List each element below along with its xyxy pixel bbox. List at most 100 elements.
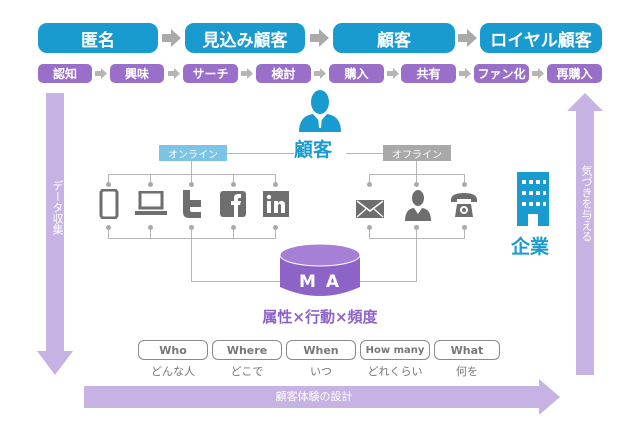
building-icon	[517, 172, 549, 226]
connector-line	[464, 174, 465, 182]
data-collection-label: データ収集	[51, 180, 64, 235]
telephone-icon	[451, 193, 477, 217]
mail-icon	[356, 200, 384, 218]
connector-line	[108, 174, 276, 175]
smartphone-icon	[99, 189, 119, 219]
question-what: What	[434, 340, 500, 360]
connector-dot	[231, 182, 236, 187]
connector-dot	[189, 182, 194, 187]
question-sub-who: どんな人	[151, 365, 195, 378]
connector-line	[108, 174, 109, 182]
step-arrow-icon	[532, 68, 544, 79]
step-label: ファン化	[477, 67, 526, 81]
connector-dot	[106, 225, 111, 230]
step-label: 再購入	[556, 67, 593, 81]
connector-line	[191, 281, 281, 282]
connector-line	[108, 238, 276, 239]
connector-dot	[106, 182, 111, 187]
connector-line	[416, 161, 417, 174]
question-label: Who	[159, 343, 187, 357]
step-awareness: 認知	[38, 64, 92, 83]
offline-tag: オフライン	[383, 145, 451, 161]
connector-dot	[189, 225, 194, 230]
question-label: How many	[365, 344, 425, 356]
step-label: 興味	[124, 67, 149, 81]
ma-caption: 属性×行動×頻度	[262, 308, 378, 326]
step-label: サーチ	[192, 67, 229, 81]
step-arrow-icon	[95, 68, 107, 79]
laptop-icon	[135, 191, 167, 215]
connector-dot	[367, 225, 372, 230]
awareness-arrow	[567, 93, 603, 375]
connector-line	[233, 174, 234, 182]
step-label: 共有	[416, 67, 441, 81]
question-where: Where	[212, 340, 282, 360]
step-consideration: 検討	[256, 64, 311, 83]
stage-arrow-icon	[458, 29, 477, 47]
question-when: When	[286, 340, 356, 360]
connector-line	[108, 229, 109, 238]
connector-dot	[148, 225, 153, 230]
connector-line	[346, 153, 383, 154]
connector-line	[275, 229, 276, 238]
connector-line	[227, 153, 294, 154]
connector-line	[369, 174, 465, 175]
step-purchase: 購入	[329, 64, 384, 83]
question-label: When	[303, 343, 339, 357]
connector-dot	[462, 182, 467, 187]
connector-line	[369, 174, 370, 182]
step-share: 共有	[401, 64, 456, 83]
question-label: Where	[226, 343, 268, 357]
company-label: 企業	[511, 236, 550, 258]
stage-label: ロイヤル顧客	[490, 30, 592, 51]
step-label: 購入	[344, 67, 369, 81]
data-collection-arrow	[37, 93, 73, 375]
step-arrow-icon	[168, 68, 180, 79]
question-sub-what: 何を	[456, 365, 478, 378]
connector-line	[360, 281, 417, 282]
connector-line	[416, 229, 417, 281]
step-arrow-icon	[241, 68, 253, 79]
question-label: What	[450, 343, 484, 357]
facebook-icon	[220, 191, 246, 217]
connector-line	[191, 229, 192, 281]
step-arrow-icon	[387, 68, 399, 79]
twitter-icon	[183, 190, 201, 218]
step-label: 検討	[271, 67, 296, 81]
connector-line	[369, 238, 465, 239]
connector-dot	[148, 182, 153, 187]
linkedin-icon	[263, 191, 289, 217]
question-how-many: How many	[360, 340, 430, 360]
connector-dot	[273, 182, 278, 187]
connector-dot	[367, 182, 372, 187]
step-repurchase: 再購入	[547, 64, 602, 83]
connector-line	[150, 174, 151, 182]
step-interest: 興味	[110, 64, 164, 83]
stage-anonymous: 匿名	[38, 23, 158, 53]
connector-line	[191, 174, 192, 182]
stage-label: 顧客	[377, 30, 411, 51]
connector-line	[191, 161, 192, 174]
step-arrow-icon	[459, 68, 471, 79]
connector-dot	[414, 225, 419, 230]
step-search: サーチ	[183, 64, 238, 83]
connector-line	[233, 229, 234, 238]
connector-line	[416, 174, 417, 182]
stage-customer: 顧客	[333, 23, 455, 53]
stage-label: 匿名	[81, 30, 115, 51]
connector-line	[150, 229, 151, 238]
ma-label: M A	[299, 272, 341, 292]
step-fan: ファン化	[474, 64, 529, 83]
connector-dot	[462, 225, 467, 230]
step-label: 認知	[52, 67, 77, 81]
connector-line	[369, 229, 370, 238]
customer-label: 顧客	[294, 139, 333, 161]
question-sub-how-many: どれくらい	[367, 365, 423, 378]
person-icon	[405, 190, 431, 221]
awareness-label: 気づきを与える	[580, 165, 593, 242]
step-arrow-icon	[314, 68, 326, 79]
ma-database-icon	[279, 243, 361, 296]
experience-design-label: 顧客体験の設計	[275, 390, 353, 403]
stage-arrow-icon	[162, 29, 181, 47]
stage-loyal-customer: ロイヤル顧客	[480, 23, 602, 53]
